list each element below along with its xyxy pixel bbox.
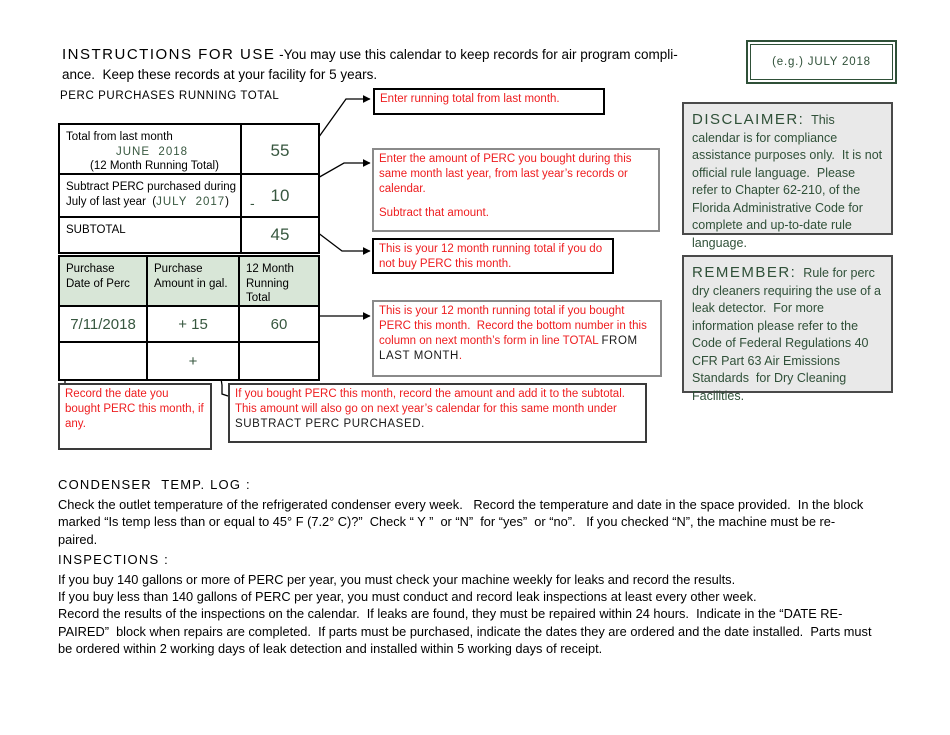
- header-title: INSTRUCTIONS FOR USE: [62, 46, 276, 63]
- header-running-total: 12 Month Running Total: [240, 257, 318, 305]
- callout-bought-red-text: This is your 12 month running total if y…: [379, 305, 651, 347]
- disclaimer-body: This calendar is for compliance assistan…: [692, 113, 886, 250]
- label-subtotal: SUBTOTAL: [60, 218, 242, 252]
- header-purchase-amount: Purchase Amount in gal.: [148, 257, 240, 305]
- condenser-log-heading: CONDENSER TEMP. LOG :: [58, 477, 251, 492]
- table-row-subtract-perc: Subtract PERC purchased during July of l…: [60, 173, 318, 216]
- header-line1: INSTRUCTIONS FOR USE -You may use this c…: [62, 46, 762, 64]
- label-running-total-note: (12 Month Running Total): [90, 160, 219, 172]
- cell-plus-sign: +: [148, 343, 240, 379]
- label-total-last-month: Total from last month JUNE 2018 (12 Mont…: [60, 125, 242, 178]
- label-line: Subtract PERC purchased during: [66, 181, 237, 193]
- purchase-row-1: 7/11/2018 + 15 60: [60, 305, 318, 341]
- header-purchase-date: Purchase Date of Perc: [60, 257, 148, 305]
- connector-subtotal-to-callout: [312, 228, 371, 255]
- label-july-pre: July of last year (: [66, 195, 157, 208]
- connector-subtract-to-callout: [315, 159, 371, 180]
- callout-purchase-total: This is your 12 month running total if y…: [372, 300, 662, 377]
- label-line: July of last year (JULY 2017): [60, 195, 240, 210]
- inspections-line: PAIRED” block when repairs are completed…: [58, 623, 872, 639]
- label-line: SUBTOTAL: [66, 224, 126, 236]
- inspections-line: If you buy less than 140 gallons of PERC…: [58, 589, 757, 605]
- condenser-line: Check the outlet temperature of the refr…: [58, 497, 864, 513]
- purchase-table: Purchase Date of Perc Purchase Amount in…: [58, 255, 320, 381]
- disclaimer-title: DISCLAIMER:: [692, 111, 805, 128]
- condenser-line: marked “Is temp less than or equal to 45…: [58, 514, 836, 530]
- label-month-june: JUNE 2018: [116, 145, 189, 158]
- section-label: PERC PURCHASES RUNNING TOTAL: [60, 90, 280, 102]
- callout-record-amount-red-text: If you bought PERC this month, record th…: [235, 388, 632, 415]
- value-number: 10: [270, 185, 290, 205]
- value-subtotal: 45: [270, 225, 290, 244]
- callout-no-purchase-total: This is your 12 month running total if y…: [372, 238, 614, 274]
- value-total-last-month: 55: [270, 141, 290, 161]
- example-month-box: (e.g.) JULY 2018: [746, 40, 897, 84]
- cell-running-total: 60: [270, 315, 288, 333]
- callout-enter-subtract-amount: Enter the amount of PERC you bought duri…: [372, 148, 660, 232]
- purchase-row-2: +: [60, 341, 318, 379]
- cell-running-total-empty: [240, 343, 318, 379]
- callout-bought-period: .: [458, 350, 463, 362]
- instructions-header: INSTRUCTIONS FOR USE -You may use this c…: [62, 46, 762, 82]
- remember-title: REMEMBER:: [692, 264, 797, 281]
- inspections-heading: INSPECTIONS :: [58, 551, 169, 567]
- cell-purchase-date-empty: [60, 343, 148, 379]
- label-subtract-perc: Subtract PERC purchased during July of l…: [60, 175, 242, 216]
- table-row-total-last-month: Total from last month JUNE 2018 (12 Mont…: [60, 125, 318, 178]
- disclaimer-box: DISCLAIMER: This calendar is for complia…: [682, 102, 893, 250]
- purchase-table-header: Purchase Date of Perc Purchase Amount in…: [60, 257, 318, 305]
- callout-subtract-line2: Subtract that amount.: [379, 207, 489, 219]
- label-line: Total from last month: [66, 131, 173, 143]
- condenser-line: paired.: [58, 531, 98, 547]
- header-line1-rest: You may use this calendar to keep record…: [283, 47, 678, 62]
- inspections-line: be ordered within 2 working days of leak…: [58, 640, 603, 656]
- remember-box: REMEMBER: Rule for perc dry cleaners req…: [682, 255, 893, 403]
- example-month-label: (e.g.) JULY 2018: [750, 44, 893, 80]
- connector-total-to-callout: [315, 95, 371, 142]
- remember-body: Rule for perc dry cleaners requiring the…: [692, 266, 885, 403]
- callout-record-date: Record the date you bought PERC this mon…: [58, 383, 212, 450]
- bottom-instructions: CONDENSER TEMP. LOG : Check the outlet t…: [58, 476, 892, 657]
- table-row-subtotal: SUBTOTAL 45: [60, 216, 318, 252]
- callout-bought-black-text: FROM LAST MONTH: [379, 335, 642, 362]
- value-subtract-perc: -10: [242, 175, 318, 216]
- header-line2: ance. Keep these records at your facilit…: [62, 67, 378, 82]
- callout-enter-running-total: Enter running total from last month.: [373, 88, 605, 115]
- cell-purchase-date: 7/11/2018: [60, 307, 148, 341]
- callout-record-amount-black-text: SUBTRACT PERC PURCHASED.: [235, 418, 425, 430]
- minus-sign: -: [250, 195, 255, 211]
- callout-subtract-line1: Enter the amount of PERC you bought duri…: [379, 153, 635, 195]
- label-july-post: ): [225, 195, 230, 208]
- inspections-line: Record the results of the inspections on…: [58, 606, 843, 622]
- cell-purchase-amount: + 15: [148, 307, 240, 341]
- running-total-table: Total from last month JUNE 2018 (12 Mont…: [58, 123, 320, 254]
- label-month-july: JULY 2017: [156, 195, 226, 208]
- inspections-line: If you buy 140 gallons or more of PERC p…: [58, 572, 736, 588]
- callout-record-amount: If you bought PERC this month, record th…: [228, 383, 647, 443]
- header-dash: -: [275, 47, 284, 62]
